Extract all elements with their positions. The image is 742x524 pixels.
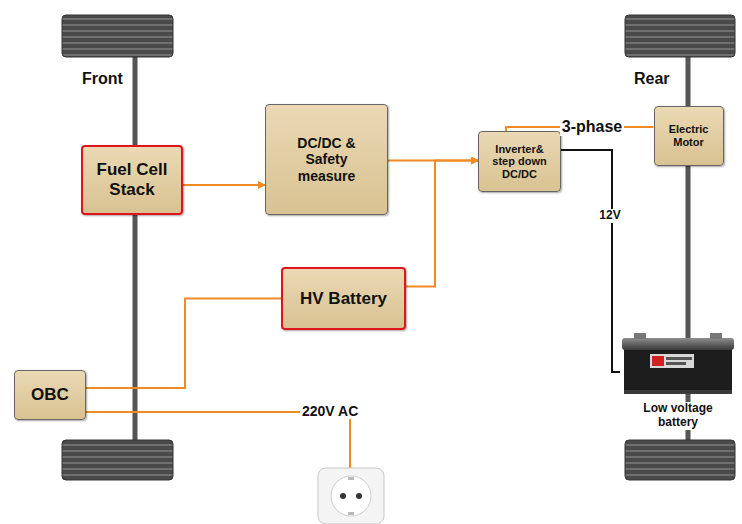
wheel [62, 15, 173, 57]
voltage-label: 220V AC [300, 404, 360, 419]
wire-connector [561, 150, 620, 372]
wire-connector [183, 184, 265, 186]
node-text: Electric Motor [660, 123, 718, 148]
node-text: DC/DC & Safety measure [296, 135, 358, 183]
stack-box: Fuel Cell Stack [81, 145, 183, 215]
wheel [625, 15, 735, 57]
node-text: Fuel Cell Stack [87, 160, 177, 199]
wall-socket [318, 468, 384, 524]
wheel [625, 440, 735, 480]
node-text: Inverter& step down DC/DC [489, 143, 551, 181]
node-text: HV Battery [300, 289, 387, 309]
battery-box: HV Battery [281, 267, 406, 330]
wire-connector [86, 299, 281, 389]
edge-label: 3-phase [560, 118, 624, 136]
wire-connector [406, 161, 478, 287]
edge-label: 12V [597, 209, 622, 222]
charger-box: OBC [14, 370, 86, 420]
battery-icon [620, 332, 736, 398]
ac-wire [86, 412, 350, 468]
node-text: Low voltage battery [630, 402, 726, 430]
wheel [62, 440, 173, 480]
inverter-box: Inverter& step down DC/DC [478, 131, 561, 192]
front-axle [133, 57, 138, 442]
converter-box: DC/DC & Safety measure [265, 104, 388, 215]
axle-label: Rear [632, 70, 672, 88]
axle-label: Front [80, 70, 125, 88]
node-text: OBC [31, 385, 69, 405]
motor-box: Electric Motor [654, 106, 724, 166]
battery-illustration: Low voltage battery [620, 332, 736, 432]
